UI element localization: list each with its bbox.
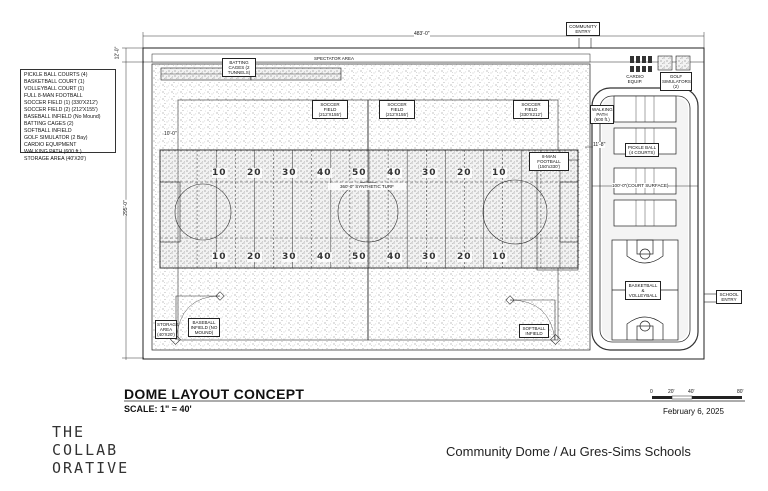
legend-item: BATTING CAGES (2) xyxy=(24,121,74,127)
soccer-field-right-label: SOCCER FIELD (330'X212') xyxy=(513,100,549,119)
soccer-field-center-label: SOCCER FIELD (212'X155') xyxy=(379,100,415,119)
legend-item: BASKETBALL COURT (1) xyxy=(24,79,85,85)
overall-height-label: 295'-0" xyxy=(122,200,129,216)
collaborative-logo: THE COLLAB ORATIVE xyxy=(52,423,130,477)
golf-simulators-label: GOLF SIMULATORS (2) xyxy=(660,72,692,91)
scale-bar-20: 20' xyxy=(668,389,675,395)
yard-number-top: 20 xyxy=(247,168,262,178)
legend-item: WALKING PATH (600 ft.) xyxy=(24,149,82,155)
yard-number-bottom: 40 xyxy=(387,252,402,262)
small-side-label: 10'-0" xyxy=(164,131,177,137)
scale-bar-0: 0 xyxy=(650,389,653,395)
overall-width-label: 483'-0" xyxy=(414,31,430,37)
scale-bar-40: 40' xyxy=(688,389,695,395)
school-entry-label: SCHOOL ENTRY xyxy=(716,290,742,304)
drawing-scale: SCALE: 1" = 40' xyxy=(124,404,192,414)
golf-simulator-bays xyxy=(657,55,691,71)
legend-item: STORAGE AREA (40'X20') xyxy=(24,156,87,162)
community-entry-marker xyxy=(578,38,592,48)
pickleball-label: PICKLE BALL (4 COURTS) xyxy=(625,143,659,157)
spectator-area-label: SPECTATOR AREA xyxy=(313,56,354,61)
legend-box: PICKLE BALL COURTS (4)BASKETBALL COURT (… xyxy=(20,69,116,162)
yard-number-bottom: 30 xyxy=(422,252,437,262)
legend-item: CARDIO EQUIPMENT xyxy=(24,142,77,148)
scale-bar-80: 80' xyxy=(737,389,744,395)
top-offset-label: 12'-0" xyxy=(114,46,121,60)
yard-number-top: 40 xyxy=(387,168,402,178)
dome-boundary xyxy=(142,47,705,360)
storage-area-label: STORAGE AREA (40'X20') xyxy=(155,320,179,339)
community-entry-label: COMMUNITY ENTRY xyxy=(566,22,600,36)
walking-path-label: WALKING PATH (600 ft.) xyxy=(590,105,614,124)
cardio-label: CARDIO EQUIP. xyxy=(626,74,644,84)
yard-number-top: 10 xyxy=(492,168,507,178)
basketball-volleyball-label: BASKETBALL & VOLLEYBALL xyxy=(625,281,661,300)
yard-number-bottom: 30 xyxy=(282,252,297,262)
turf-label: 360'-0" SYNTHETIC TURF xyxy=(328,183,406,190)
yard-number-bottom: 50 xyxy=(352,252,367,262)
school-entry-marker xyxy=(704,293,716,303)
yard-number-top: 10 xyxy=(212,168,227,178)
softball-infield xyxy=(505,295,561,345)
project-name: Community Dome / Au Gres-Sims Schools xyxy=(446,444,691,459)
yard-number-bottom: 10 xyxy=(212,252,227,262)
baseball-infield-label: BASEBALL INFIELD (NO MOUND) xyxy=(188,318,220,337)
legend-item: SOCCER FIELD (2) (212'X155') xyxy=(24,107,98,113)
yard-number-top: 40 xyxy=(317,168,332,178)
soccer-field-left-label: SOCCER FIELD (212'X155') xyxy=(312,100,348,119)
legend-item: SOFTBALL INFIELD xyxy=(24,128,72,134)
spectator-area xyxy=(151,53,591,63)
softball-infield-label: SOFTBALL INFIELD xyxy=(519,324,549,338)
yard-number-bottom: 20 xyxy=(247,252,262,262)
yard-number-top: 50 xyxy=(352,168,367,178)
drawing-date: February 6, 2025 xyxy=(663,407,724,416)
scale-bar xyxy=(652,395,742,400)
court-surface-label: 100'-0"(COURT SURFACE) xyxy=(612,183,669,188)
yard-number-bottom: 10 xyxy=(492,252,507,262)
yard-number-bottom: 40 xyxy=(317,252,332,262)
batting-cages-label: BATTING CAGES (2 TUNNELS) xyxy=(222,58,256,77)
legend-item: VOLLEYBALL COURT (1) xyxy=(24,86,85,92)
yard-number-top: 30 xyxy=(282,168,297,178)
path-offset-label: 11'-8" xyxy=(593,142,606,148)
legend-item: BASEBALL INFIELD (No Mound) xyxy=(24,114,101,120)
yard-number-bottom: 20 xyxy=(457,252,472,262)
legend-item: GOLF SIMULATOR (2 Bay) xyxy=(24,135,88,141)
yard-number-top: 20 xyxy=(457,168,472,178)
legend-item: SOCCER FIELD (1) (330'X212') xyxy=(24,100,98,106)
cardio-equipment-icons xyxy=(630,56,652,72)
legend-item: FULL 8-MAN FOOTBALL xyxy=(24,93,83,99)
drawing-title: DOME LAYOUT CONCEPT xyxy=(124,386,305,402)
eight-man-football-label: 8-MAN FOOTBALL (150'x330') xyxy=(529,152,569,171)
yard-number-top: 30 xyxy=(422,168,437,178)
legend-item: PICKLE BALL COURTS (4) xyxy=(24,72,88,78)
